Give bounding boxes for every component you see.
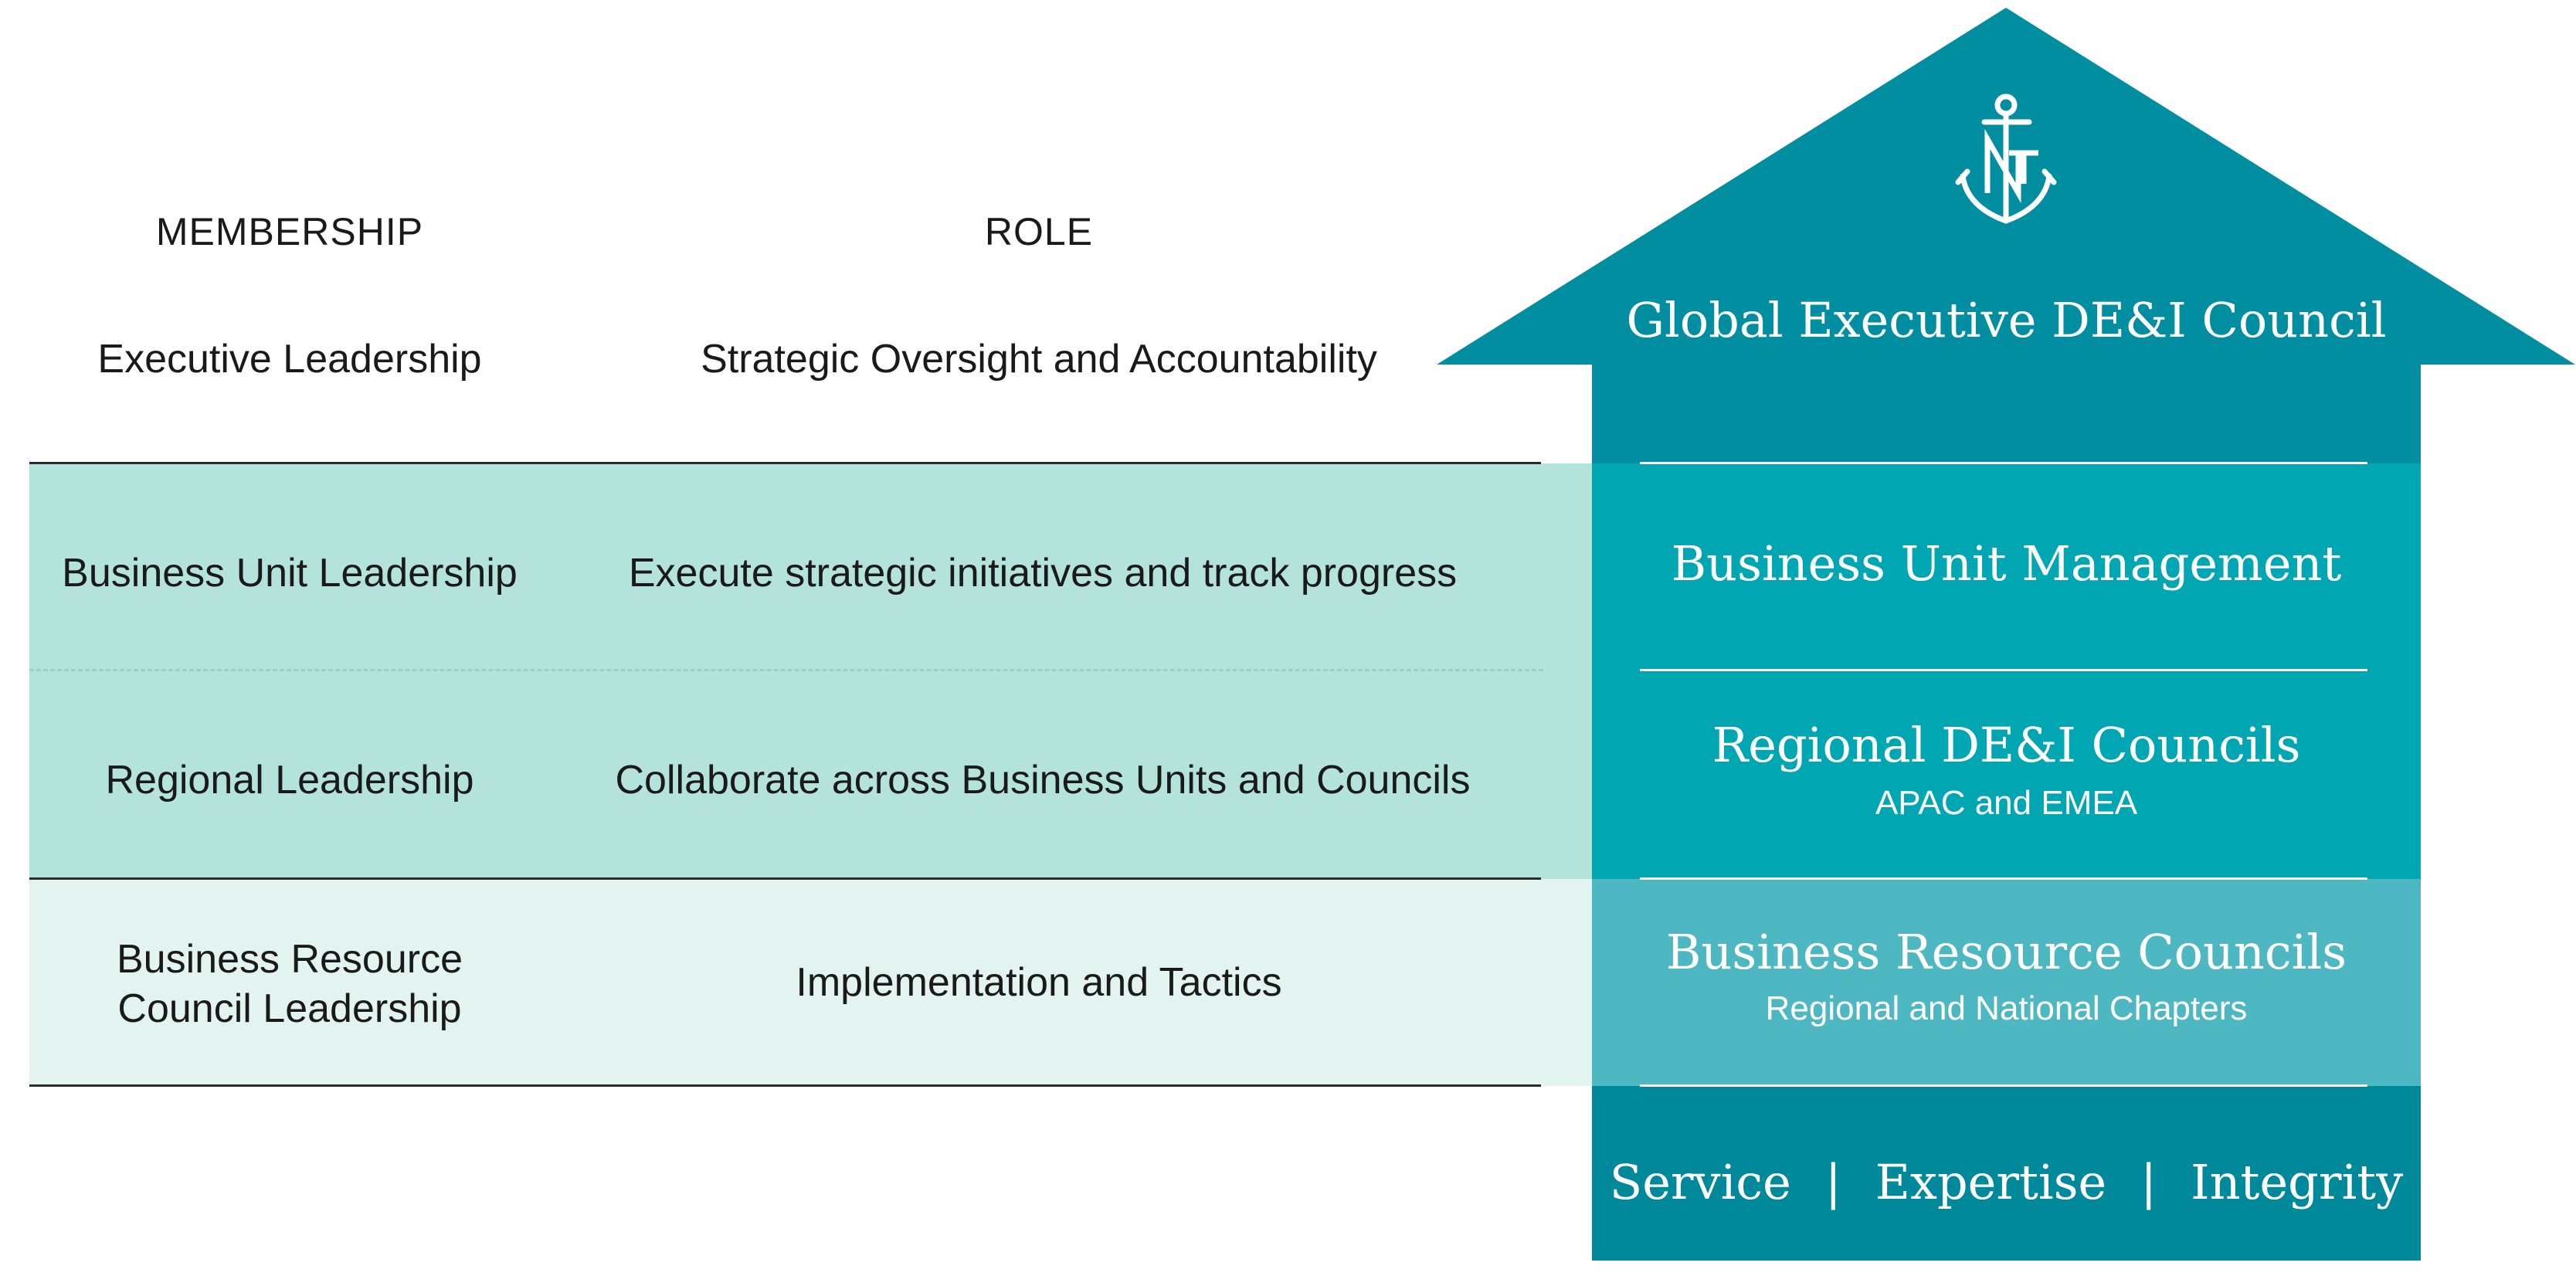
table-divider [29, 462, 1541, 464]
membership-executive: Executive Leadership [97, 337, 482, 382]
role-business-resource: Implementation and Tactics [796, 960, 1282, 1005]
role-header: ROLE [984, 210, 1094, 253]
value-separator: | [2140, 1153, 2157, 1210]
band-business-resource [29, 879, 1592, 1086]
value-service: Service [1609, 1153, 1791, 1210]
business-unit-management-title: Business Unit Management [1671, 535, 2342, 592]
house-foundation [1592, 1086, 2421, 1261]
role-regional: Collaborate across Business Units and Co… [615, 758, 1471, 803]
anchor-logo-icon [1955, 93, 2057, 224]
business-resource-councils-title: Business Resource Councils [1665, 924, 2347, 980]
house-band-regional [1592, 670, 2421, 879]
regional-councils-subtitle: APAC and EMEA [1875, 784, 2138, 822]
membership-business-unit: Business Unit Leadership [62, 551, 518, 596]
regional-councils-title: Regional DE&I Councils [1712, 717, 2301, 773]
membership-regional: Regional Leadership [105, 758, 474, 803]
role-business-unit: Execute strategic initiatives and track … [628, 551, 1458, 596]
global-executive-council-title: Global Executive DE&I Council [1626, 292, 2387, 348]
foundation-values: Service | Expertise | Integrity [1592, 1151, 2421, 1213]
band-business-unit [29, 463, 1592, 670]
table-divider [29, 1084, 1541, 1087]
role-executive: Strategic Oversight and Accountability [701, 337, 1377, 382]
house-band-business-unit [1592, 463, 2421, 670]
membership-header: MEMBERSHIP [155, 210, 424, 253]
membership-line-2: Council Leadership [117, 986, 462, 1031]
house-divider [1640, 462, 2367, 464]
house-divider [1640, 1084, 2367, 1087]
dashed-divider [29, 669, 1543, 671]
house-divider [1640, 877, 2367, 880]
band-regional [29, 670, 1592, 879]
business-resource-councils-subtitle: Regional and National Chapters [1765, 989, 2248, 1027]
roof-triangle [1437, 8, 2575, 463]
house-band-business-resource [1592, 879, 2421, 1086]
membership-line-1: Business Resource [117, 937, 463, 982]
value-separator: | [1824, 1153, 1841, 1210]
house-divider [1640, 669, 2367, 671]
value-integrity: Integrity [2191, 1153, 2404, 1210]
membership-business-resource: Business Resource Council Leadership [31, 935, 548, 1035]
value-expertise: Expertise [1875, 1153, 2107, 1210]
table-divider [29, 877, 1541, 880]
